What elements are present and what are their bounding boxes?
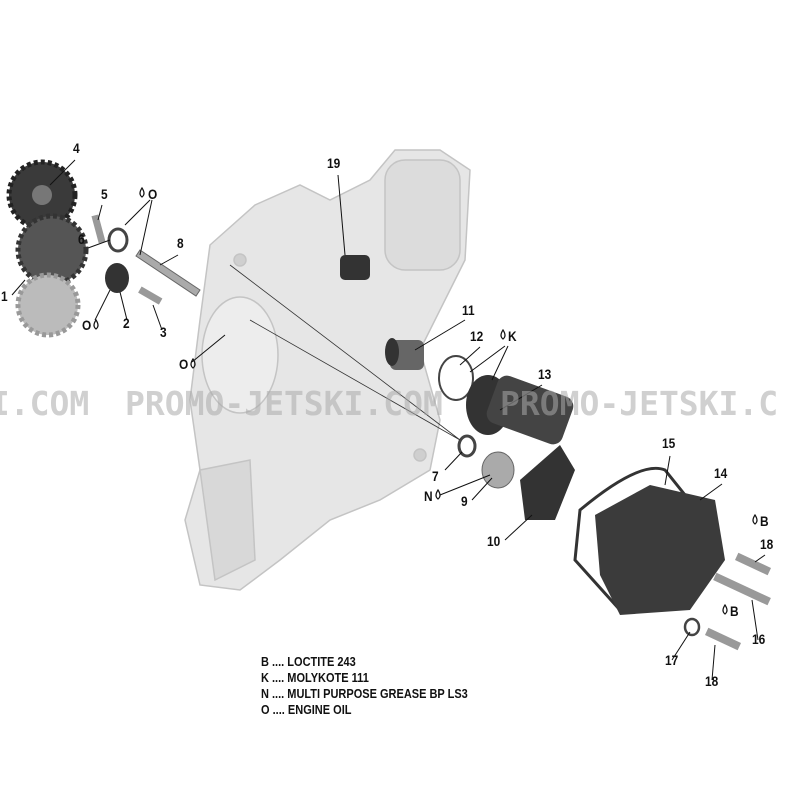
pin-5	[91, 214, 106, 244]
callout-18a: 18	[760, 536, 774, 552]
callout-16: 16	[752, 631, 766, 647]
callout-grease: N	[424, 488, 433, 504]
callout-7: 7	[432, 468, 439, 484]
o-ring-12	[438, 355, 474, 401]
legend-row: K .... MOLYKOTE 111	[261, 671, 369, 685]
legend-row: O .... ENGINE OIL	[261, 703, 352, 717]
gear-4	[6, 159, 78, 231]
washer-6	[107, 227, 129, 253]
callout-5: 5	[101, 186, 108, 202]
callout-loctite-1: B	[760, 513, 769, 529]
callout-1: 1	[1, 288, 8, 304]
shaft-8	[135, 249, 201, 297]
callout-2: 2	[123, 315, 130, 331]
housing-13	[466, 375, 574, 445]
callout-15: 15	[662, 435, 676, 451]
screw-18a	[734, 552, 772, 576]
callout-17: 17	[665, 652, 679, 668]
callout-12: 12	[470, 328, 484, 344]
screw-18b	[704, 627, 742, 651]
callout-11: 11	[462, 302, 475, 318]
callout-loctite-2: B	[730, 603, 739, 619]
callout-9: 9	[461, 493, 468, 509]
callout-engine-oil-1: O	[148, 186, 158, 202]
leader-lines	[11, 159, 766, 681]
lubricant-legend: B .... LOCTITE 243 K .... MOLYKOTE 111 N…	[261, 654, 468, 718]
watermark-partial-right: PROMO-JETSKI.C	[500, 384, 779, 423]
callout-molykote: K	[508, 328, 517, 344]
pump-cover-14	[595, 485, 725, 615]
callout-engine-oil-3: O	[179, 356, 189, 372]
callout-19: 19	[327, 155, 341, 171]
callout-18b: 18	[705, 673, 719, 689]
legend-row: B .... LOCTITE 243	[261, 655, 356, 669]
washer-17	[683, 617, 701, 637]
impeller-10	[520, 445, 575, 520]
callout-14: 14	[714, 465, 728, 481]
sensor-19	[340, 255, 370, 280]
callout-8: 8	[177, 235, 184, 251]
callout-10: 10	[487, 533, 501, 549]
thermostat-11	[385, 338, 424, 370]
seal-2	[105, 263, 129, 293]
legend-row: N .... MULTI PURPOSE GREASE BP LS3	[261, 687, 468, 701]
watermark: PROMO-JETSKI.COM	[125, 384, 443, 423]
engine-cover	[184, 149, 471, 591]
callout-13: 13	[538, 366, 552, 382]
callout-4: 4	[73, 140, 80, 156]
gear-1	[15, 213, 89, 338]
washer-7	[457, 434, 477, 458]
callout-6: 6	[78, 231, 85, 247]
screw-16	[713, 572, 771, 606]
screw-3	[138, 286, 163, 305]
callout-3: 3	[160, 324, 167, 340]
bearing-9	[481, 451, 515, 489]
callout-engine-oil-2: O	[82, 317, 92, 333]
watermark-partial-left: KI.COM	[0, 384, 90, 423]
